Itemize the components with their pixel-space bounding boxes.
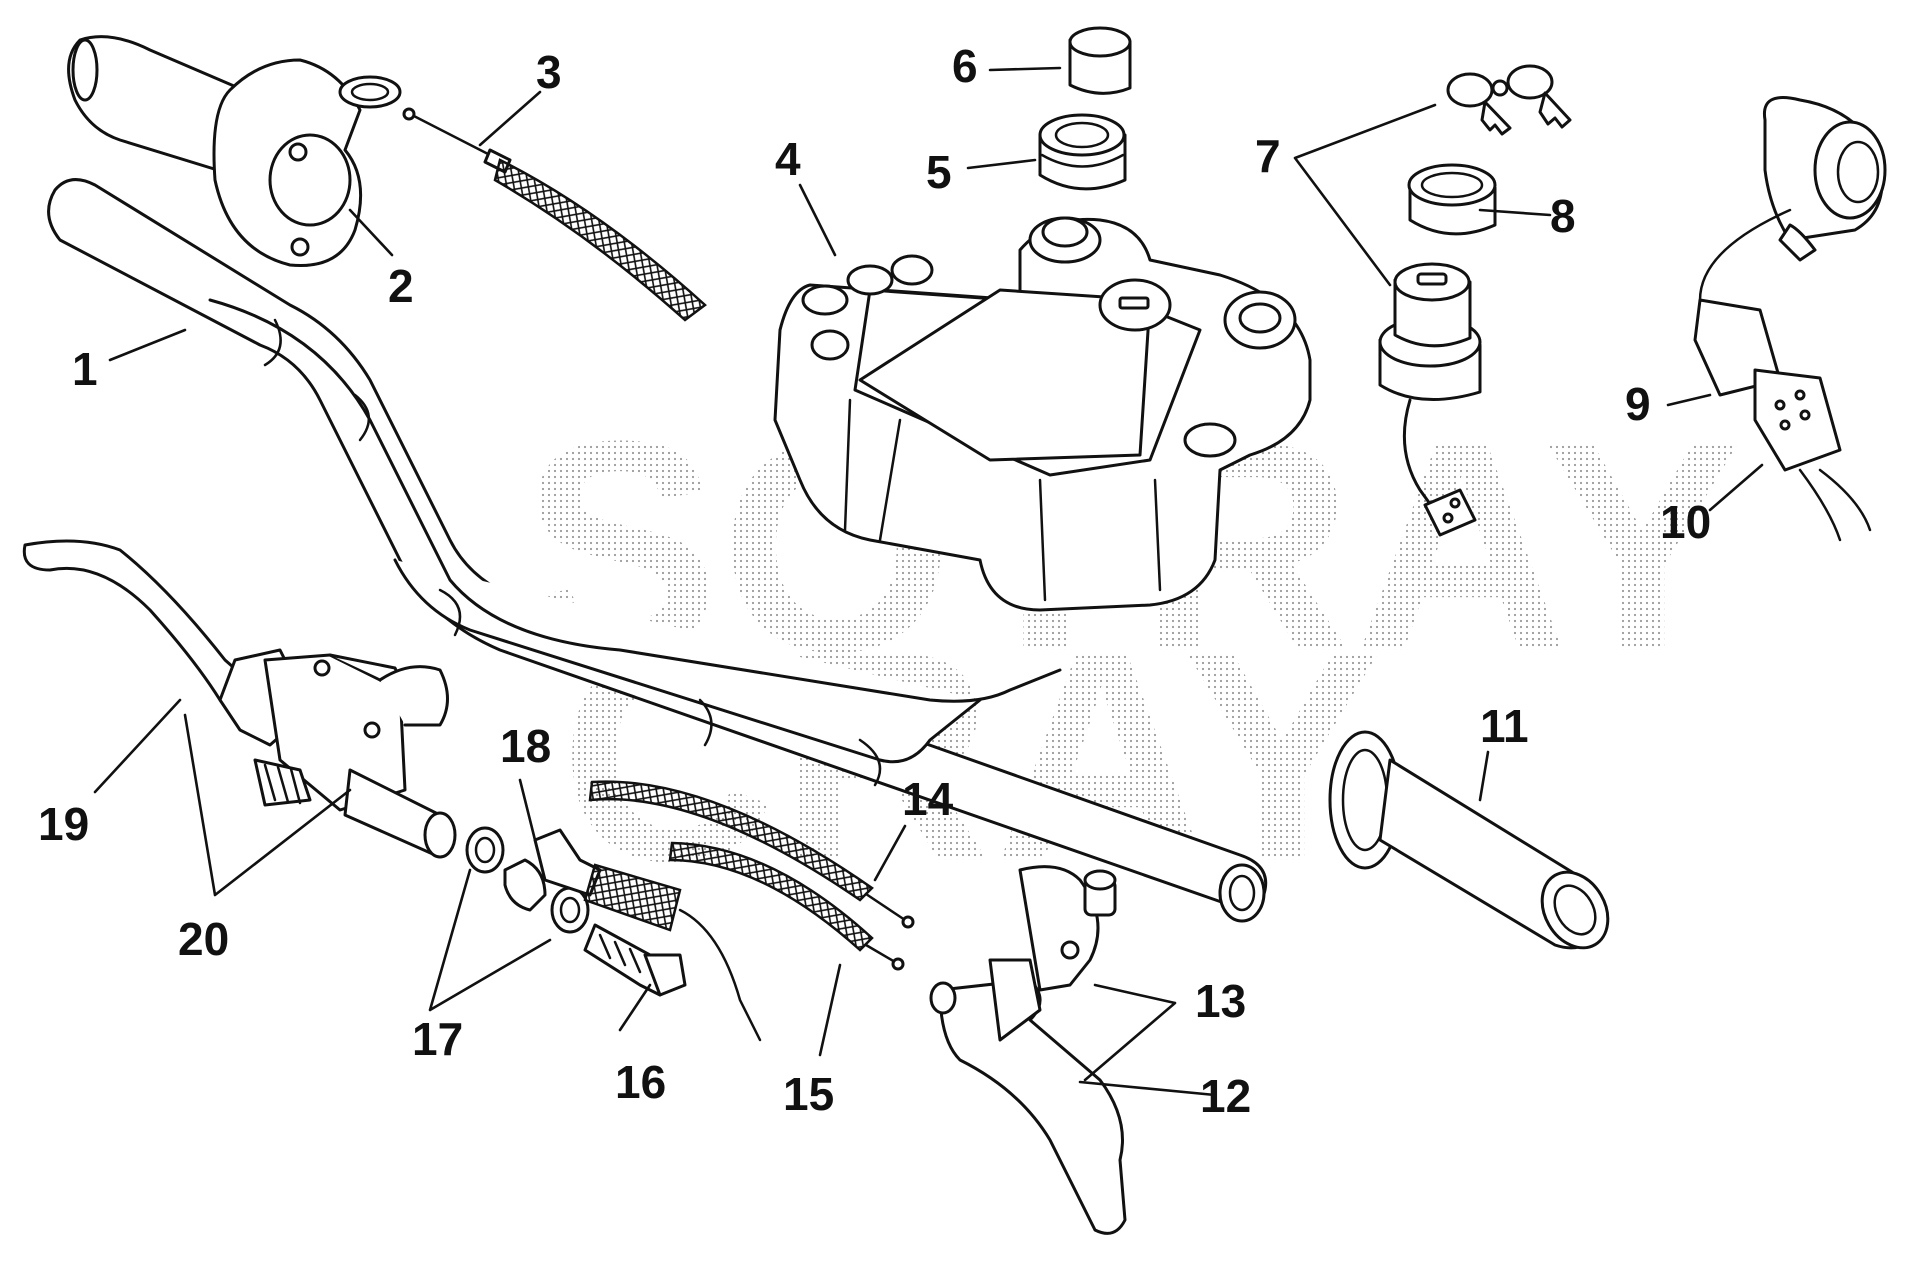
- callout-1: 1: [72, 343, 98, 395]
- callout-14: 14: [902, 773, 954, 825]
- handlebar: [47, 178, 1268, 923]
- grommet: [1038, 113, 1127, 191]
- callout-8: 8: [1550, 190, 1576, 242]
- callout-3: 3: [536, 46, 562, 98]
- leader-lines: [93, 66, 1764, 1097]
- callout-19: 19: [38, 798, 89, 850]
- brake-lever-master-cylinder: [22, 539, 457, 859]
- callout-labels: 1 2 3 4 5 6 7 8 9 10 11 12 13 14 15 16 1…: [38, 40, 1711, 1122]
- callout-20: 20: [178, 913, 229, 965]
- instrument-cluster: [773, 216, 1312, 612]
- callout-12: 12: [1200, 1070, 1251, 1122]
- callout-13: 13: [1195, 975, 1246, 1027]
- ignition-switch: [1378, 64, 1572, 537]
- callout-10: 10: [1660, 496, 1711, 548]
- ring-nut: [1407, 163, 1497, 236]
- callout-11: 11: [1480, 700, 1529, 752]
- callout-4: 4: [775, 133, 801, 185]
- callout-16: 16: [615, 1056, 666, 1108]
- callout-17: 17: [412, 1013, 463, 1065]
- banjo-fittings: [465, 826, 762, 1042]
- right-switch-assembly: [1693, 96, 1887, 542]
- left-grip-throttle: [67, 35, 402, 268]
- callout-5: 5: [926, 146, 952, 198]
- callout-9: 9: [1625, 378, 1651, 430]
- callout-6: 6: [952, 40, 978, 92]
- callout-15: 15: [783, 1068, 834, 1120]
- right-grip: [1328, 730, 1610, 950]
- throttle-cable: [402, 107, 707, 322]
- callout-18: 18: [500, 720, 551, 772]
- clutch-lever-assembly: [929, 865, 1127, 1235]
- callout-2: 2: [388, 260, 414, 312]
- bushing: [1068, 26, 1132, 95]
- callout-7: 7: [1255, 130, 1281, 182]
- cables: [588, 780, 915, 971]
